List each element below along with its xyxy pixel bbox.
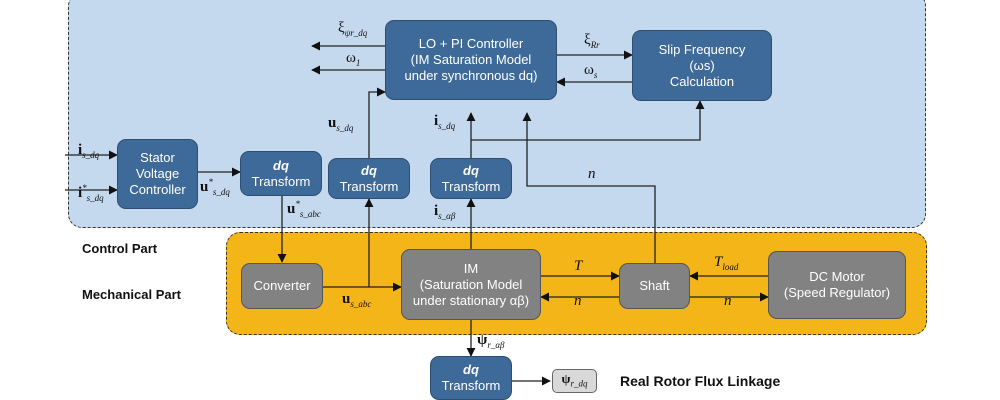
psi-r-ab-label: ψr_αβ <box>477 332 505 350</box>
stator-voltage-controller-block: Stator Voltage Controller <box>117 139 198 209</box>
us-dq-label: us_dq <box>328 115 354 133</box>
transform-label: Transform <box>441 178 501 194</box>
slip-line3: Calculation <box>669 73 735 89</box>
us-abc-label: us_abc <box>342 291 372 309</box>
im-block: IM (Saturation Model under stationary αβ… <box>401 249 541 320</box>
is-dq-top-label: is_dq <box>434 113 456 131</box>
dc-motor-line2: (Speed Regulator) <box>783 285 891 300</box>
us-dq-ref-label: u*s_dq <box>200 177 230 197</box>
lo-pi-line2: (IM Saturation Model <box>410 52 532 67</box>
us-abc-ref-label: u*s_abc <box>287 199 321 219</box>
converter-label: Converter <box>253 278 311 293</box>
im-line1: IM <box>463 260 479 276</box>
dq-transform-3-block: dq Transform <box>430 158 512 199</box>
is-dq-ref-label: i*s_dq <box>78 183 104 203</box>
omega-s-label: ωs <box>584 62 598 80</box>
dq-label: dq <box>361 162 377 178</box>
slip-line1: Slip Frequency <box>658 41 746 57</box>
transform-label: Transform <box>339 178 399 194</box>
is-dq-slip-wire <box>471 100 705 141</box>
psi-r-dq-output-block: ψr_dq <box>552 369 597 393</box>
stator-line3: Controller <box>129 182 186 197</box>
shaft-label: Shaft <box>639 278 670 293</box>
converter-block: Converter <box>241 263 323 309</box>
im-line3: under stationary αβ) <box>412 292 530 308</box>
n-im-label: n <box>574 293 582 309</box>
transform-label: Transform <box>251 173 311 189</box>
dq-transform-1-block: dq Transform <box>240 151 322 196</box>
dq-transform-2-block: dq Transform <box>328 158 410 199</box>
dc-motor-line1: DC Motor <box>809 269 865 284</box>
slip-line2: (ωs) <box>689 57 715 73</box>
shaft-block: Shaft <box>619 263 690 309</box>
stator-line2: Voltage <box>135 166 180 181</box>
lo-pi-line3: under synchronous dq) <box>404 68 538 83</box>
n-top-label: n <box>588 166 596 182</box>
im-line2: (Saturation Model <box>419 276 523 292</box>
dc-motor-block: DC Motor (Speed Regulator) <box>768 251 906 319</box>
slip-frequency-block: Slip Frequency (ωs) Calculation <box>632 30 772 101</box>
lo-pi-line1: LO + PI Controller <box>418 36 524 51</box>
dq-label: dq <box>463 162 479 178</box>
n-feedback-wire <box>522 112 656 263</box>
is-dq-input-label: is_dq <box>78 142 100 160</box>
dq-label: dq <box>463 362 479 377</box>
stator-line1: Stator <box>140 150 175 165</box>
lo-pi-controller-block: LO + PI Controller (IM Saturation Model … <box>385 20 557 100</box>
us-dq-wire <box>368 87 386 158</box>
n-dc-label: n <box>724 293 732 309</box>
omega1-label: ω1 <box>346 50 361 68</box>
transform-label: Transform <box>441 378 501 393</box>
tload-label: Tload <box>714 254 739 272</box>
control-part-title: Control Part <box>82 241 158 256</box>
dq-transform-4-block: dq Transform <box>430 356 512 400</box>
xi-r-label: ξRr <box>584 32 600 50</box>
dq-label: dq <box>273 157 289 173</box>
mechanical-part-title: Mechanical Part <box>82 287 181 302</box>
torque-label: T <box>574 258 583 274</box>
xi-psi-label: ξψr_dq <box>338 20 368 38</box>
is-ab-label: is_αβ <box>434 203 456 221</box>
real-flux-title: Real Rotor Flux Linkage <box>620 373 781 389</box>
